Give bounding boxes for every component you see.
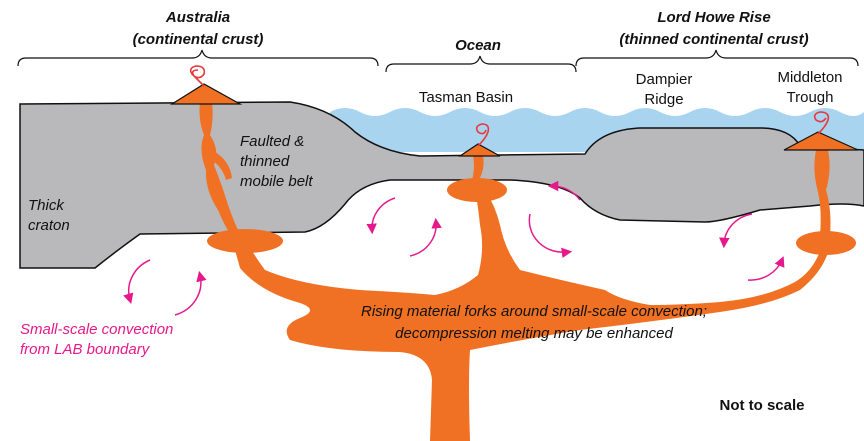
label-faulted: Faulted & [240,133,304,150]
header-ocean: Ocean [455,37,501,54]
label-rising-sub: decompression melting may be enhanced [395,325,673,342]
label-convection: Small-scale convection [20,321,173,338]
volcano-australia [172,84,240,104]
label-thinned: thinned [240,153,290,170]
convection-cell-mid1-b [410,222,436,256]
convection-cell-left [129,260,150,300]
label-craton: craton [28,217,70,234]
brace-australia [18,50,378,66]
label-middleton-sub: Trough [787,89,834,106]
label-rising: Rising material forks around small-scale… [361,303,707,320]
convection-cell-mid1 [372,198,395,230]
header-australia-sub: (continental crust) [133,31,264,48]
label-mobile-belt: mobile belt [240,173,313,190]
label-tasman-basin: Tasman Basin [419,89,513,106]
convection-cell-right-b [748,260,782,280]
header-lord-howe-sub: (thinned continental crust) [619,31,808,48]
region-braces [18,50,858,72]
label-dampier: Dampier [636,71,693,88]
header-lord-howe: Lord Howe Rise [657,9,770,26]
brace-lord-howe [576,50,858,66]
label-dampier-sub: Ridge [644,91,683,108]
convection-cell-mid2-b [529,214,568,252]
convection-cell-left-b [175,275,201,315]
brace-ocean [386,56,576,72]
label-convection-sub: from LAB boundary [20,341,151,358]
label-middleton: Middleton [777,69,842,86]
header-australia: Australia [165,9,230,26]
label-thick: Thick [28,197,65,214]
label-not-to-scale: Not to scale [719,397,804,414]
